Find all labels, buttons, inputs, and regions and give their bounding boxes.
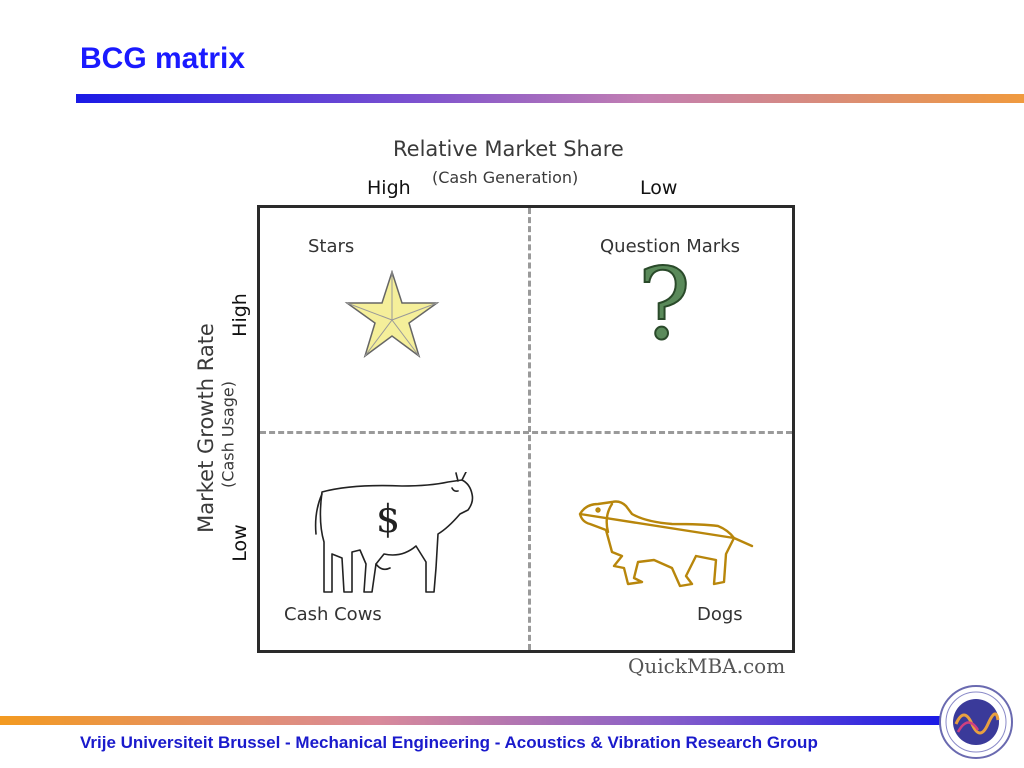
y-axis-high-label: High	[229, 293, 251, 337]
footer-divider-bar	[0, 716, 940, 725]
quickmba-watermark: QuickMBA.com	[628, 654, 786, 678]
y-axis-title: Market Growth Rate	[194, 323, 218, 533]
quadrant-label-cash-cows: Cash Cows	[284, 604, 382, 625]
cow-icon: $	[314, 472, 474, 593]
y-axis-low-label: Low	[229, 524, 251, 562]
quadrant-label-question-marks: Question Marks	[600, 236, 740, 257]
horizontal-divider	[260, 431, 792, 434]
slide-title: BCG matrix	[80, 42, 246, 75]
quadrant-label-dogs: Dogs	[697, 604, 743, 625]
star-icon	[344, 270, 440, 358]
quadrant-label-stars: Stars	[308, 236, 355, 257]
cow-dollar-sign: $	[376, 497, 400, 541]
title-divider-bar	[76, 94, 1024, 103]
dog-icon	[578, 500, 754, 588]
x-axis-title: Relative Market Share	[393, 137, 624, 161]
bcg-matrix-grid	[257, 205, 795, 653]
x-axis-high-label: High	[367, 177, 411, 199]
footer-text: Vrije Universiteit Brussel - Mechanical …	[80, 733, 818, 752]
vertical-divider	[528, 208, 531, 650]
x-axis-low-label: Low	[640, 177, 678, 199]
y-axis-subtitle: (Cash Usage)	[218, 381, 238, 488]
x-axis-subtitle: (Cash Generation)	[432, 168, 579, 187]
question-mark-icon: ?	[637, 248, 692, 362]
acoustics-vibration-group-logo	[939, 685, 1013, 759]
